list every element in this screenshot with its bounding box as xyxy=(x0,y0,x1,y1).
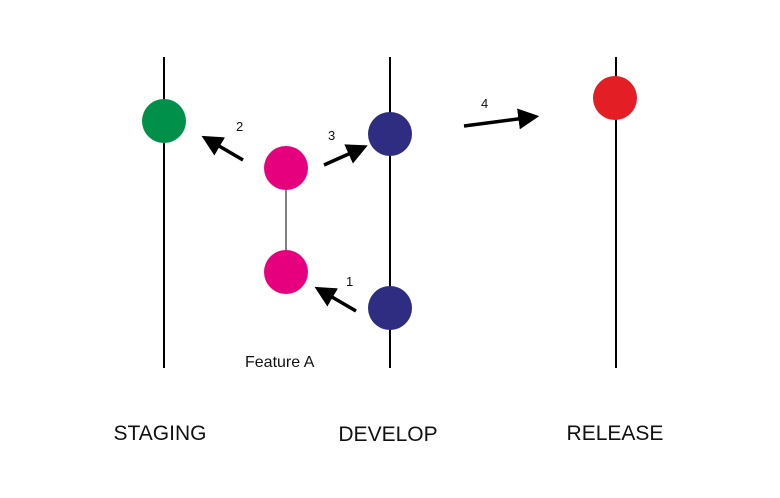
step-label-1: 1 xyxy=(346,274,353,289)
arrow-step-2 xyxy=(201,135,244,162)
branch-label-release: RELEASE xyxy=(567,422,664,445)
feature-commit-top xyxy=(264,146,308,190)
release-commit xyxy=(593,76,637,120)
step-label-2: 2 xyxy=(236,119,243,134)
arrow-step-3 xyxy=(323,144,368,167)
step-label-4: 4 xyxy=(481,96,488,111)
feature-label: Feature A xyxy=(245,354,315,371)
feature-commit-bottom xyxy=(264,250,308,294)
arrow-step-1 xyxy=(314,286,357,313)
staging-commit xyxy=(142,99,186,143)
branch-label-staging: STAGING xyxy=(114,422,207,445)
step-label-3: 3 xyxy=(328,128,335,143)
develop-commit-bottom xyxy=(368,286,412,330)
arrow-step-4 xyxy=(463,108,540,130)
develop-commit-top xyxy=(368,112,412,156)
branch-label-develop: DEVELOP xyxy=(338,423,437,446)
